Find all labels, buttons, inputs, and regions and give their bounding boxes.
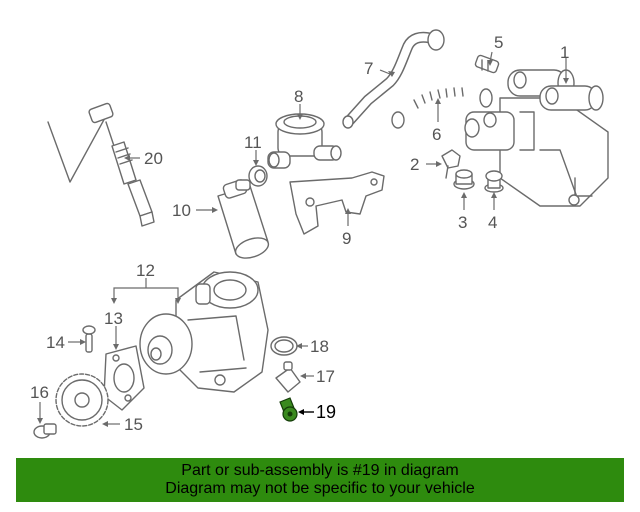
part-5-connector[interactable] <box>474 54 500 74</box>
banner-line-2: Diagram may not be specific to your vehi… <box>165 480 475 497</box>
callout-12[interactable]: 12 <box>136 261 155 280</box>
callout-9[interactable]: 9 <box>342 229 351 248</box>
part-1-canister[interactable] <box>464 69 609 207</box>
parts-diagram: 1 5 7 8 6 11 20 2 10 3 4 9 12 13 14 18 1… <box>30 29 609 439</box>
part-18-oring[interactable] <box>270 336 298 356</box>
banner-line-1: Part or sub-assembly is #19 in diagram <box>181 462 459 479</box>
part-9-bracket[interactable] <box>289 171 385 235</box>
fitment-banner: Part or sub-assembly is #19 in diagram D… <box>16 458 624 502</box>
callout-3[interactable]: 3 <box>458 213 467 232</box>
callout-10[interactable]: 10 <box>172 201 191 220</box>
part-17-sensor[interactable] <box>275 361 301 393</box>
part-20-sensor[interactable] <box>47 102 155 227</box>
callout-20[interactable]: 20 <box>144 149 163 168</box>
callout-13[interactable]: 13 <box>104 309 123 328</box>
part-8-valve[interactable] <box>267 113 342 169</box>
part-14-pin[interactable] <box>82 325 96 353</box>
callout-11[interactable]: 11 <box>244 133 262 152</box>
part-6-hose[interactable] <box>391 84 494 129</box>
part-19-bolt-highlighted[interactable] <box>279 397 298 422</box>
part-10-solenoid[interactable] <box>217 179 271 262</box>
callout-14[interactable]: 14 <box>46 333 65 352</box>
callout-5[interactable]: 5 <box>494 33 503 52</box>
callout-2[interactable]: 2 <box>410 155 419 174</box>
part-3-grommet[interactable] <box>453 169 475 190</box>
callout-15[interactable]: 15 <box>124 415 143 434</box>
part-2-bolt[interactable] <box>441 149 461 179</box>
callout-16[interactable]: 16 <box>30 383 49 402</box>
callout-8[interactable]: 8 <box>294 87 303 106</box>
leader-lines <box>37 51 569 427</box>
part-13-gasket[interactable] <box>103 345 145 411</box>
part-7-tube[interactable] <box>342 29 445 129</box>
part-11-ring[interactable] <box>248 165 268 187</box>
part-4-sleeve[interactable] <box>484 170 504 193</box>
part-12-vacuum-pump[interactable] <box>139 271 269 393</box>
callout-7[interactable]: 7 <box>364 59 373 78</box>
callout-17[interactable]: 17 <box>316 367 335 386</box>
callout-1[interactable]: 1 <box>560 43 569 62</box>
callout-18[interactable]: 18 <box>310 337 329 356</box>
callout-numbers: 1 5 7 8 6 11 20 2 10 3 4 9 12 13 14 18 1… <box>30 33 569 434</box>
callout-4[interactable]: 4 <box>488 213 497 232</box>
callout-19[interactable]: 19 <box>316 402 336 422</box>
callout-6[interactable]: 6 <box>432 125 441 144</box>
part-15-sprocket[interactable] <box>55 373 109 427</box>
part-16-screw[interactable] <box>33 423 57 439</box>
